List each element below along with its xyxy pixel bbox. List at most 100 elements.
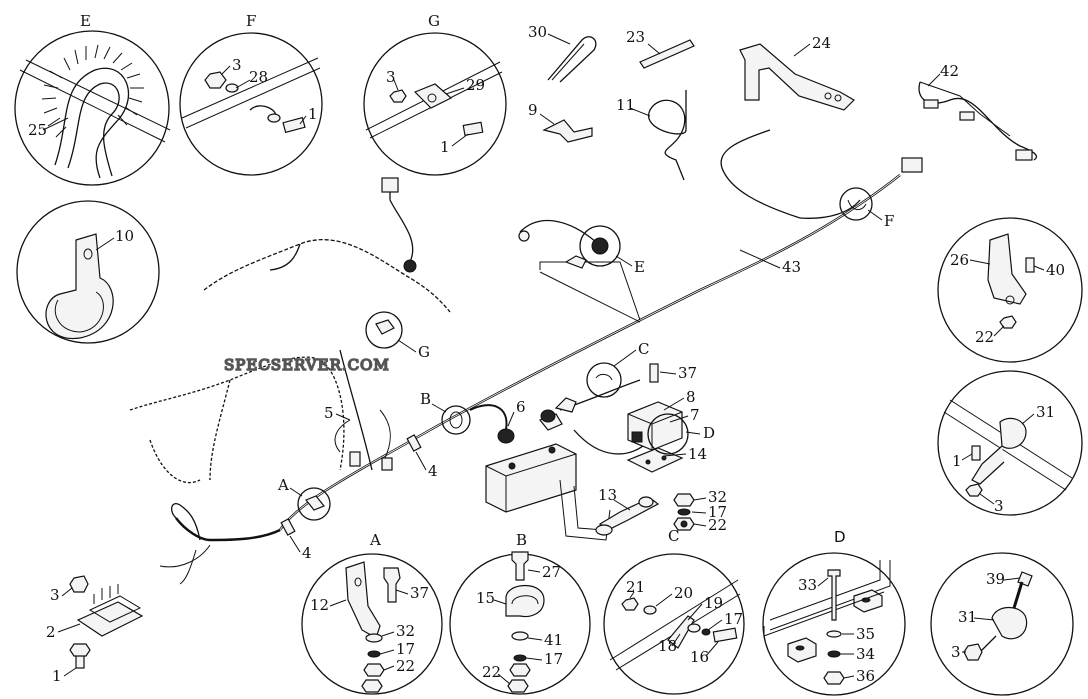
view-label-b: B — [516, 531, 527, 549]
washer-icon — [225, 83, 239, 93]
callout-40: 40 — [1046, 261, 1065, 279]
connector-icon — [901, 157, 923, 173]
callout-f-1: 1 — [308, 105, 318, 123]
callout-10: 10 — [115, 227, 134, 245]
callout-26: 26 — [950, 251, 969, 269]
callout-a-12: 12 — [310, 596, 329, 614]
callout-a-37: 37 — [410, 584, 429, 602]
part-24-bracket: 24 — [739, 34, 855, 111]
detail-view-d: D 33 35 34 36 — [762, 528, 906, 696]
view-label-a: A — [369, 531, 381, 549]
callout-b-17: 17 — [544, 650, 563, 668]
relay-box — [626, 401, 689, 473]
bolt-icon — [462, 121, 484, 137]
mark-a: A — [277, 476, 289, 494]
callout-g-29: 29 — [466, 76, 485, 94]
callout-9: 9 — [528, 101, 538, 119]
detail-view-g: G 3 29 1 — [363, 12, 507, 176]
callout-5: 5 — [324, 404, 334, 422]
main-harness — [129, 129, 923, 585]
part-2-fuse-holder: 3 2 1 — [46, 575, 144, 685]
callout-g-3: 3 — [386, 68, 396, 86]
callout-3-right: 3 — [994, 497, 1004, 515]
callout-f-28: 28 — [249, 68, 268, 86]
view-label-e: E — [80, 12, 91, 30]
callout-30: 30 — [528, 23, 547, 41]
mark-e: E — [634, 258, 645, 276]
callout-13: 13 — [598, 486, 617, 504]
callout-6: 6 — [516, 398, 526, 416]
bolt-icon — [649, 363, 659, 383]
mark-b: B — [420, 390, 431, 408]
callout-d-35: 35 — [856, 625, 875, 643]
mark-g: G — [418, 343, 430, 361]
bolt-icon — [282, 116, 306, 134]
mark-c-upper: C — [638, 340, 649, 358]
battery — [485, 409, 577, 513]
callout-3-bottom-left: 3 — [50, 586, 60, 604]
ground-strap — [559, 479, 660, 541]
main-callouts: 43 F E G C B A D 37 8 7 6 14 5 4 4 13 — [277, 187, 894, 562]
callout-f-3: 3 — [232, 56, 242, 74]
callout-d-33: 33 — [798, 576, 817, 594]
callout-7: 7 — [690, 406, 700, 424]
nut-icon — [389, 89, 407, 103]
part-23-clip: 23 — [626, 28, 695, 69]
mark-c-lower: C — [668, 527, 679, 545]
nut-icon — [204, 71, 227, 89]
callout-14: 14 — [688, 445, 707, 463]
callout-1-bottom-left: 1 — [52, 667, 62, 685]
part-11-clip: 11 — [616, 90, 687, 181]
callout-22-main: 22 — [708, 516, 727, 534]
callout-3-bottom: 3 — [951, 643, 961, 661]
callout-4-upper: 4 — [428, 462, 438, 480]
detail-view-a: A 12 37 32 17 22 — [301, 531, 443, 695]
mark-d: D — [703, 424, 715, 442]
callout-42: 42 — [940, 62, 959, 80]
callout-b-41: 41 — [544, 631, 563, 649]
callout-a-22: 22 — [396, 657, 415, 675]
part-42-harness: 42 — [918, 62, 1038, 161]
callout-25: 25 — [28, 121, 47, 139]
callout-b-15: 15 — [476, 589, 495, 607]
callout-a-17: 17 — [396, 640, 415, 658]
callout-a-32: 32 — [396, 622, 415, 640]
callout-8: 8 — [686, 388, 696, 406]
callout-b-27: 27 — [542, 563, 561, 581]
callout-d-34: 34 — [856, 645, 875, 663]
callout-37-main: 37 — [678, 364, 697, 382]
detail-view-39: 39 31 3 — [930, 552, 1074, 696]
callout-31-bottom: 31 — [958, 608, 977, 626]
fastener-stack-32-17-22 — [673, 493, 695, 531]
detail-view-31: 31 1 3 — [937, 370, 1083, 516]
callout-d-36: 36 — [856, 667, 875, 685]
callout-c-19: 19 — [704, 594, 723, 612]
detail-view-e: E 25 — [14, 12, 171, 186]
view-label-d: D — [834, 528, 846, 546]
watermark: SPECSERVER.COM — [224, 356, 390, 374]
callout-c-21: 21 — [626, 578, 645, 596]
callout-2: 2 — [46, 623, 56, 641]
callout-17-main: 17 — [708, 503, 727, 521]
callout-32-main: 32 — [708, 488, 727, 506]
callout-11: 11 — [616, 96, 635, 114]
mark-f: F — [884, 212, 894, 230]
callout-24: 24 — [812, 34, 831, 52]
callout-b-22: 22 — [482, 663, 501, 681]
callout-43: 43 — [782, 258, 801, 276]
detail-view-f: F 3 28 1 — [179, 12, 323, 176]
callout-22-right: 22 — [975, 328, 994, 346]
callout-23: 23 — [626, 28, 645, 46]
detail-view-26: 26 40 22 — [937, 217, 1083, 363]
callout-39: 39 — [986, 570, 1005, 588]
view-label-g: G — [428, 12, 440, 30]
detail-view-c: 21 20 19 17 18 16 — [603, 553, 745, 695]
callout-c-18: 18 — [658, 637, 677, 655]
view-label-f: F — [246, 12, 256, 30]
convoluted-sleeve-coils — [41, 44, 144, 138]
detail-view-10: 10 — [16, 200, 160, 344]
callout-4-lower: 4 — [302, 544, 312, 562]
callout-1-right: 1 — [952, 452, 962, 470]
detail-view-b: B 27 15 41 17 22 — [449, 531, 591, 695]
